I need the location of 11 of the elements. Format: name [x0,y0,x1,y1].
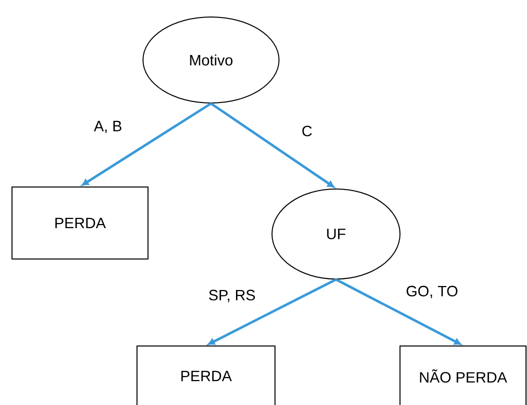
arrow [210,102,334,188]
leaf-box: PERDA [136,346,276,405]
edge-label: SP, RS [209,290,255,302]
leaf-box: PERDA [12,186,148,260]
edge-label: C [302,126,312,136]
arrow [208,278,337,345]
leaf-box: NÃO PERDA [400,346,526,405]
arrow [82,102,212,186]
arrow [335,278,462,345]
edge-label: A, B [94,120,122,134]
edge-label: GO, TO [406,286,458,298]
